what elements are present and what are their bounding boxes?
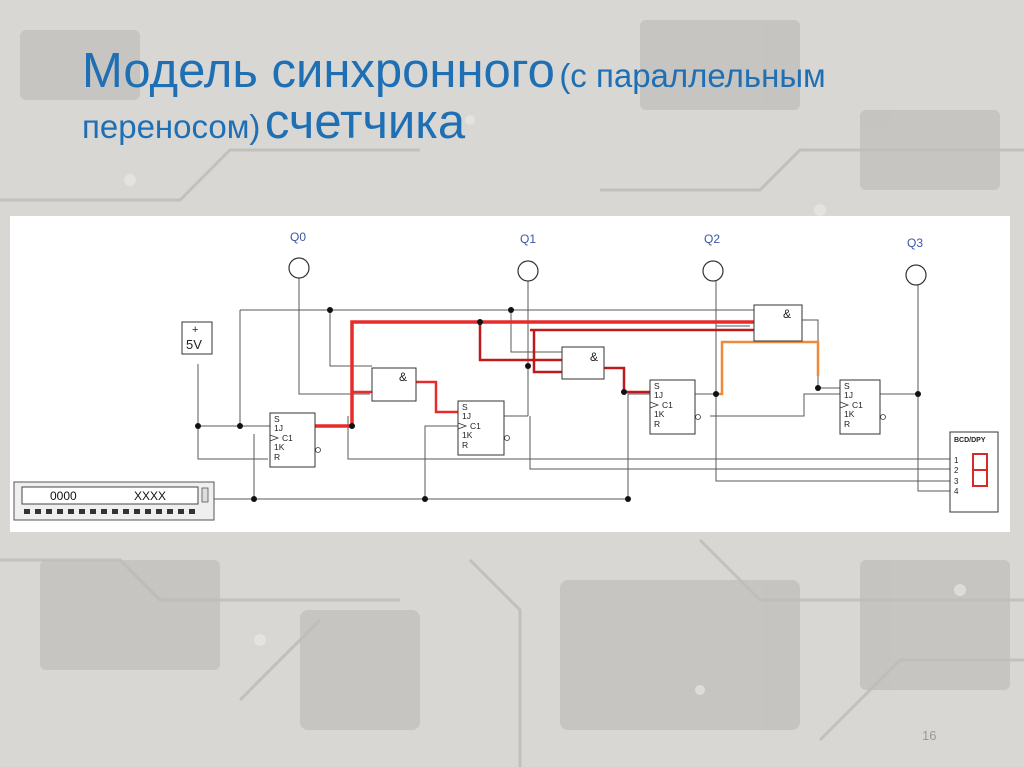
- ff0-pin-c1: C1: [282, 433, 293, 443]
- and-gate-3: &: [753, 304, 803, 342]
- and-gate-2-label: &: [590, 350, 598, 364]
- generator-pin: [68, 509, 74, 514]
- generator-display-right: XXXX: [134, 489, 166, 503]
- title-main: Модель синхронного: [82, 44, 555, 98]
- generator-pin: [35, 509, 41, 514]
- output-probe-q2: Q2: [702, 232, 724, 282]
- and-gate-3-label: &: [783, 307, 791, 321]
- generator-pin: [112, 509, 118, 514]
- generator-pin: [189, 509, 195, 514]
- output-probe-q0: Q0: [288, 230, 310, 279]
- and-gate-1-label: &: [399, 370, 407, 384]
- generator-pin: [167, 509, 173, 514]
- generator-pin: [46, 509, 52, 514]
- ff2-pin-1k: 1K: [654, 409, 665, 419]
- slide-title: Модель синхронного (с параллельным перен…: [82, 44, 982, 150]
- page-number: 16: [922, 728, 937, 743]
- generator-pin: [145, 509, 151, 514]
- generator-pin: [90, 509, 96, 514]
- jk-flipflop-1: S 1J C1 1K R: [457, 400, 510, 456]
- probe-label-q3: Q3: [907, 236, 923, 250]
- jk-flipflop-0: S 1J C1 1K R: [269, 412, 321, 468]
- decoder-input-4: 4: [954, 487, 959, 496]
- ff3-pin-s: S: [844, 381, 850, 391]
- title-paren-2: переносом): [82, 108, 261, 146]
- ff2-pin-r: R: [654, 419, 660, 429]
- probe-label-q0: Q0: [290, 230, 306, 244]
- output-probe-q1: Q1: [517, 232, 539, 282]
- bcd-display-decoder: BCD/DPY 1 2 3 4: [949, 431, 999, 513]
- decoder-input-3: 3: [954, 477, 959, 486]
- ff3-pin-r: R: [844, 419, 850, 429]
- probe-label-q2: Q2: [704, 232, 720, 246]
- generator-pin: [156, 509, 162, 514]
- ff0-pin-1k: 1K: [274, 442, 285, 452]
- generator-pin: [79, 509, 85, 514]
- generator-display-left: 0000: [50, 489, 77, 503]
- junction-dots: [195, 307, 921, 502]
- ff0-pin-1j: 1J: [274, 423, 283, 433]
- power-source-5v: + 5V: [181, 321, 213, 355]
- and-gate-1: &: [371, 367, 417, 402]
- ff2-pin-1j: 1J: [654, 390, 663, 400]
- generator-pins: [24, 509, 195, 514]
- counter-circuit: Q0 Q1 Q2 Q3 + 5V & & & S 1J C1 1K: [10, 216, 1010, 532]
- jk-flipflop-2: S 1J C1 1K R: [649, 379, 701, 435]
- signal-wires: [197, 278, 950, 500]
- ff3-pin-1j: 1J: [844, 390, 853, 400]
- jk-flipflop-3: S 1J C1 1K R: [839, 379, 886, 435]
- ff1-pin-r: R: [462, 440, 468, 450]
- decoder-input-1: 1: [954, 456, 959, 465]
- ff0-pin-r: R: [274, 452, 280, 462]
- ff1-pin-1k: 1K: [462, 430, 473, 440]
- ff2-pin-c1: C1: [662, 400, 673, 410]
- decoder-input-2: 2: [954, 466, 959, 475]
- generator-pin: [134, 509, 140, 514]
- title-counter: счетчика: [264, 95, 466, 150]
- word-generator[interactable]: 0000 XXXX: [13, 481, 215, 521]
- generator-pin: [123, 509, 129, 514]
- power-symbol: +: [192, 324, 198, 336]
- ff2-pin-s: S: [654, 381, 660, 391]
- ff3-pin-1k: 1K: [844, 409, 855, 419]
- probe-label-q1: Q1: [520, 232, 536, 246]
- ff1-pin-1j: 1J: [462, 411, 471, 421]
- ff1-pin-s: S: [462, 402, 468, 412]
- ff3-pin-c1: C1: [852, 400, 863, 410]
- generator-pin: [101, 509, 107, 514]
- generator-pin: [24, 509, 30, 514]
- carry-wires: [315, 320, 820, 428]
- generator-pin: [57, 509, 63, 514]
- title-paren: (с параллельным: [559, 57, 826, 94]
- circuit-diagram-panel: Q0 Q1 Q2 Q3 + 5V & & & S 1J C1 1K: [10, 216, 1010, 532]
- output-probe-q3: Q3: [905, 236, 927, 286]
- generator-pin: [178, 509, 184, 514]
- ff1-pin-c1: C1: [470, 421, 481, 431]
- power-label: 5V: [186, 337, 202, 352]
- ff0-pin-s: S: [274, 414, 280, 424]
- seven-segment-icon: [972, 453, 988, 487]
- and-gate-2: &: [561, 346, 605, 380]
- decoder-label: BCD/DPY: [954, 437, 986, 444]
